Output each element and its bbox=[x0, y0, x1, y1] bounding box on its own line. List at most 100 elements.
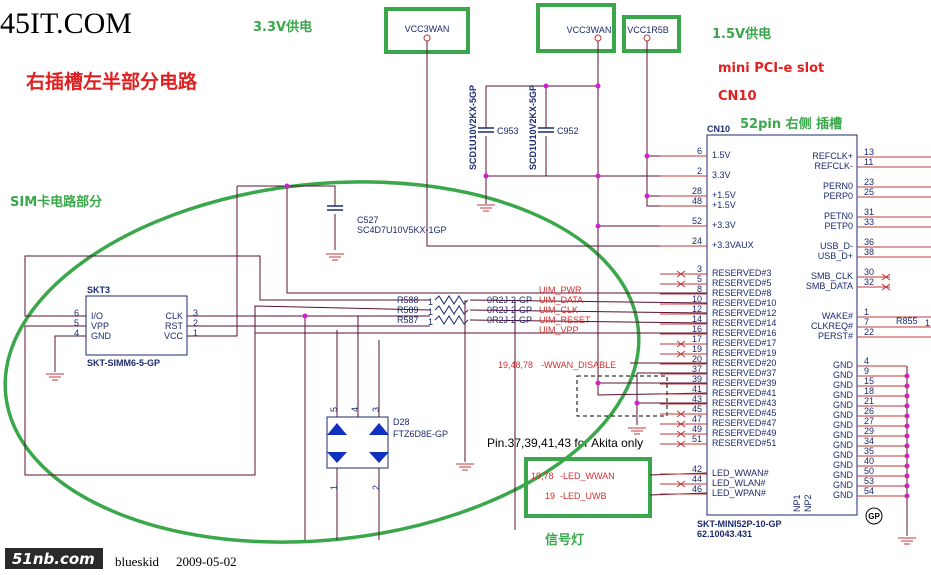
wire bbox=[426, 41, 707, 247]
connector-pin-number: 5 bbox=[697, 274, 702, 284]
r855-ref: R855 bbox=[896, 316, 918, 326]
capacitor-icon bbox=[538, 127, 554, 133]
connector-pin-label: GND bbox=[833, 490, 854, 500]
connector-pin-label: RESERVED#43 bbox=[712, 398, 776, 408]
sim-pin-number: 4 bbox=[74, 328, 79, 338]
c953-part: SCD1U10V2KX-5GP bbox=[468, 85, 478, 170]
connector-pin-number: 34 bbox=[864, 436, 874, 446]
connector-pin-label: GND bbox=[833, 420, 854, 430]
connector-pin-label: RESERVED#39 bbox=[712, 378, 776, 388]
wwan-disable-signal: -WWAN_DISABLE bbox=[541, 360, 616, 370]
diode-array-body bbox=[326, 416, 389, 469]
resistor-icon bbox=[434, 295, 469, 305]
led-highlight bbox=[524, 457, 652, 518]
ground-icon bbox=[628, 427, 646, 435]
vcc1r5b-label: VCC1R5B bbox=[627, 25, 669, 35]
connector-pin-number: 18 bbox=[864, 386, 874, 396]
wire bbox=[24, 305, 431, 476]
power-33-note: 3.3V供电 bbox=[253, 19, 312, 35]
connector-pin-label: RESERVED#12 bbox=[712, 308, 776, 318]
vcc1r5b-highlight bbox=[622, 15, 681, 53]
capacitor-icon bbox=[327, 205, 343, 211]
connector-pin-number: 39 bbox=[692, 374, 702, 384]
junction-dot bbox=[644, 153, 650, 159]
connector-pin-label: GND bbox=[833, 360, 854, 370]
sim-pin-label: VPP bbox=[91, 321, 109, 331]
connector-pin-number: 29 bbox=[864, 426, 874, 436]
connector-pin-label: WAKE# bbox=[822, 311, 853, 321]
connector-pin-number: 33 bbox=[864, 217, 874, 227]
c952-part: SCD1U10V2KX-5GP bbox=[528, 85, 538, 170]
wire bbox=[469, 319, 708, 324]
ground-icon bbox=[456, 463, 474, 471]
diode-pin: 5 bbox=[329, 407, 339, 412]
connector-pin-label: LED_WPAN# bbox=[712, 488, 766, 498]
uim-signal-label: UIM_PWR bbox=[539, 285, 582, 295]
connector-pin-number: 11 bbox=[864, 157, 873, 167]
connector-pin-number: 1 bbox=[864, 307, 869, 317]
connector-pin-number: 51 bbox=[692, 434, 702, 444]
connector-pin-label: 3.3V bbox=[712, 170, 731, 180]
connector-part-number: 62.10043.431 bbox=[697, 529, 752, 539]
led-uwb-signal: -LED_UWB bbox=[560, 491, 607, 501]
footer-date: 2009-05-02 bbox=[176, 554, 237, 569]
connector-pin-number: 38 bbox=[864, 247, 874, 257]
power-port-icon bbox=[423, 34, 431, 42]
connector-pin-label: GND bbox=[833, 450, 854, 460]
connector-pin-number: 30 bbox=[864, 267, 874, 277]
junction-dot bbox=[595, 223, 601, 229]
power-port-icon bbox=[594, 34, 602, 42]
connector-pin-number: 27 bbox=[864, 416, 874, 426]
connector-pin-number: 41 bbox=[692, 384, 702, 394]
connector-pin-label: RESERVED#8 bbox=[712, 288, 771, 298]
ground-icon bbox=[46, 373, 64, 381]
connector-pin-number: 10 bbox=[692, 294, 702, 304]
connector-pin-label: GND bbox=[833, 440, 854, 450]
junction-dot bbox=[634, 400, 640, 406]
connector-pin-number: 50 bbox=[864, 466, 874, 476]
diode-ref: D28 bbox=[393, 417, 410, 427]
connector-ref: CN10 bbox=[707, 124, 730, 134]
akita-dashed-box bbox=[576, 375, 668, 417]
connector-pin-number: 7 bbox=[864, 317, 869, 327]
connector-pin-number: 12 bbox=[692, 304, 702, 314]
uim-signal-label: UIM_RESET bbox=[539, 315, 591, 325]
connector-pin-number: 4 bbox=[864, 356, 869, 366]
connector-pin-number: 15 bbox=[864, 376, 874, 386]
sim-pin-label: RST bbox=[165, 321, 184, 331]
connector-pin-number: 45 bbox=[692, 404, 702, 414]
capacitor-icon bbox=[478, 127, 494, 133]
diode-pin: 1 bbox=[329, 485, 339, 490]
vcc3wan-highlight-b bbox=[536, 3, 616, 53]
connector-pin-number: 6 bbox=[697, 146, 702, 156]
connector-pin-label: RESERVED#16 bbox=[712, 328, 776, 338]
connector-pin-label: +3.3V bbox=[712, 220, 736, 230]
connector-pin-label: RESERVED#47 bbox=[712, 418, 776, 428]
led-wwan-signal: -LED_WWAN bbox=[560, 471, 615, 481]
wire bbox=[24, 255, 430, 317]
sim-pin-number: 1 bbox=[193, 328, 198, 338]
connector-pin-number: 48 bbox=[692, 196, 702, 206]
uim-signal-label: UIM_VPP bbox=[539, 325, 579, 335]
connector-pin-label: 1.5V bbox=[712, 150, 731, 160]
c527-ref: C527 bbox=[357, 215, 379, 225]
slot-desc: mini PCI-e slot bbox=[718, 61, 824, 76]
connector-pin-number: 35 bbox=[864, 446, 874, 456]
connector-pin-number: 47 bbox=[692, 414, 702, 424]
connector-pin-label: CLKREQ# bbox=[811, 321, 853, 331]
connector-pin-number: 9 bbox=[864, 366, 869, 376]
connector-pin-label: RESERVED#51 bbox=[712, 438, 776, 448]
connector-pin-number: 37 bbox=[692, 364, 702, 374]
connector-pin-label: PERN0 bbox=[823, 181, 853, 191]
connector-pin-number: 3 bbox=[697, 264, 702, 274]
connector-pin-number: 42 bbox=[692, 464, 702, 474]
connector-pin-label: GND bbox=[833, 480, 854, 490]
junction-dot bbox=[595, 83, 601, 89]
connector-pin-label: RESERVED#37 bbox=[712, 368, 776, 378]
connector-part: SKT-MINI52P-10-GP bbox=[697, 519, 782, 529]
footer-logo-box bbox=[5, 548, 103, 569]
np1-label: NP1 bbox=[792, 494, 802, 512]
resistor-pin: 1 bbox=[428, 307, 433, 317]
connector-pin-label: +3.3VAUX bbox=[712, 240, 754, 250]
